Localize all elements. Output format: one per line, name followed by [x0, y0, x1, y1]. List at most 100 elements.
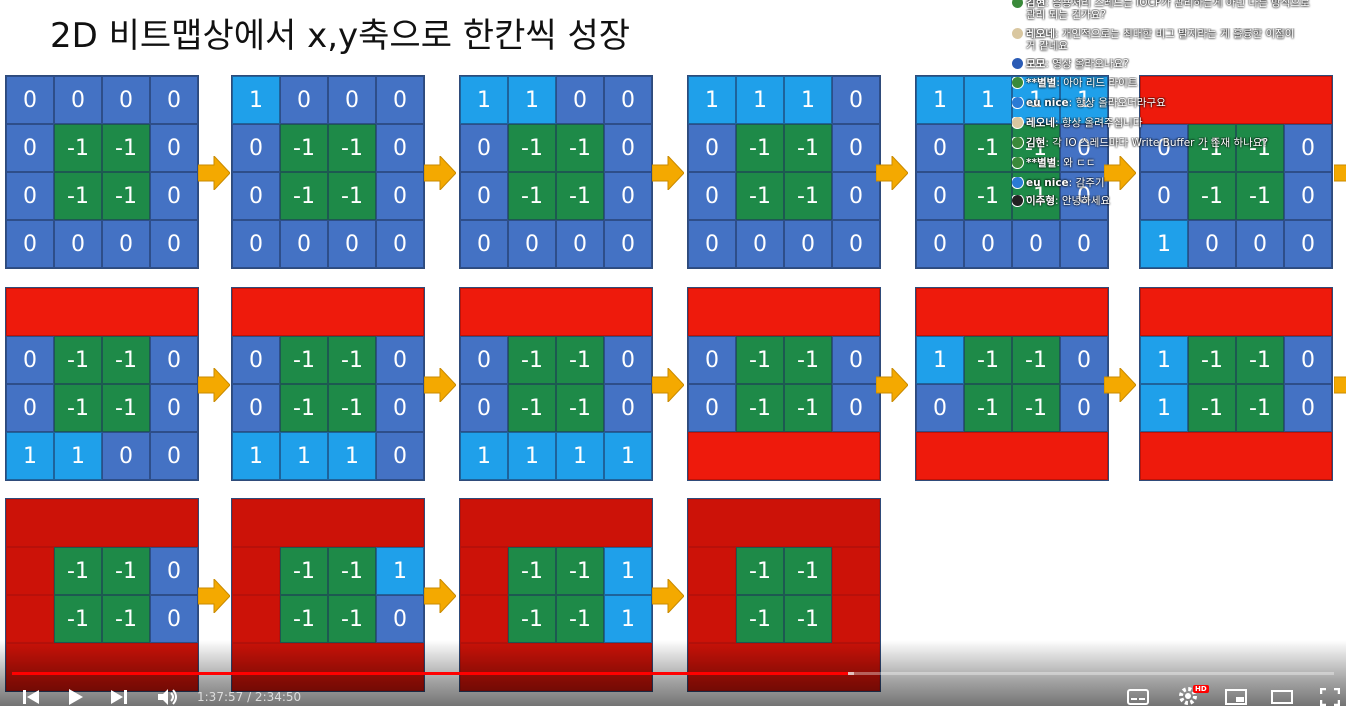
play-icon[interactable] — [62, 686, 88, 708]
step-arrow-icon — [876, 156, 908, 190]
bitmap-cell: 0 — [1188, 220, 1236, 268]
chat-text: 개인적으로는 최대한 비그 발지라는 게 훌륭한 이점이 — [1061, 28, 1295, 40]
bitmap-cell: 0 — [6, 384, 54, 432]
bitmap-cell: 0 — [604, 220, 652, 268]
bitmap-cell: -1 — [102, 595, 150, 643]
bitmap-cell: -1 — [54, 172, 102, 220]
bitmap-cell: 0 — [832, 384, 880, 432]
chat-message: 관리 되는 건가요? — [1012, 9, 1346, 22]
bitmap-cell: -1 — [1012, 336, 1060, 384]
bitmap-cell: -1 — [508, 124, 556, 172]
chat-text: 안녕하세요 — [1061, 195, 1111, 207]
fullscreen-icon[interactable] — [1316, 686, 1344, 708]
chat-author: 김현 — [1026, 0, 1046, 9]
bitmap-cell: 0 — [832, 172, 880, 220]
bitmap-cell: 0 — [688, 220, 736, 268]
bitmap-cell: -1 — [736, 172, 784, 220]
bitmap-cell: 0 — [916, 172, 964, 220]
bitmap-cell: 1 — [1140, 384, 1188, 432]
bitmap-cell: 0 — [688, 124, 736, 172]
bitmap-cell: 0 — [736, 220, 784, 268]
chat-text: 각 IO 스레드마다 Write Buffer 가 존재 하나요? — [1052, 137, 1269, 149]
progress-bar[interactable] — [12, 672, 1334, 675]
bitmap-cell: 1 — [964, 76, 1012, 124]
skip-back-icon[interactable] — [18, 686, 44, 708]
bitmap-cell: 0 — [376, 595, 424, 643]
bitmap-cell: 0 — [376, 172, 424, 220]
bitmap-cell: -1 — [964, 124, 1012, 172]
bitmap-cell: -1 — [54, 124, 102, 172]
bitmap-cell: -1 — [736, 547, 784, 595]
bitmap-cell: 0 — [150, 76, 198, 124]
bitmap-cell: 0 — [1284, 220, 1332, 268]
bitmap-cell: -1 — [508, 336, 556, 384]
avatar — [1012, 177, 1023, 188]
bitmap-cell — [832, 595, 880, 643]
bitmap-cell — [460, 547, 508, 595]
bitmap-cell — [6, 547, 54, 595]
grown-row-block — [232, 288, 424, 336]
bitmap-cell: 1 — [1140, 220, 1188, 268]
bitmap-cell: 0 — [964, 220, 1012, 268]
bitmap-cell: 0 — [150, 547, 198, 595]
bitmap-cell: 0 — [460, 220, 508, 268]
avatar — [1012, 195, 1023, 206]
chat-text: 감주기 — [1075, 177, 1105, 189]
bitmap-cell: -1 — [556, 595, 604, 643]
theater-icon[interactable] — [1268, 686, 1296, 708]
chat-author: eu nice — [1026, 177, 1069, 189]
chat-text: 항상 올라오더라구요 — [1075, 97, 1166, 109]
bitmap-cell: 1 — [688, 76, 736, 124]
grown-row-block — [1140, 432, 1332, 480]
chat-message: eu nice: 감주기 — [1012, 177, 1346, 190]
bitmap-cell: -1 — [328, 384, 376, 432]
skip-next-icon[interactable] — [106, 686, 132, 708]
chat-text: 와 ㄷㄷ — [1063, 157, 1096, 169]
chat-text: 아아 리드 라이트 — [1063, 77, 1138, 89]
bitmap-cell: 0 — [280, 76, 328, 124]
bitmap-cell: 0 — [1140, 124, 1188, 172]
bitmap-cell: 0 — [1284, 384, 1332, 432]
bitmap-cell: -1 — [1012, 384, 1060, 432]
bitmap-cell: 0 — [150, 336, 198, 384]
bitmap-cell: -1 — [556, 336, 604, 384]
chat-message: 김현: 각 IO 스레드마다 Write Buffer 가 존재 하나요? — [1012, 137, 1346, 150]
bitmap-cell: 0 — [916, 220, 964, 268]
chat-message: 거 같네요 — [1012, 40, 1346, 53]
bitmap-cell: 0 — [376, 384, 424, 432]
settings-icon[interactable] — [1174, 684, 1202, 708]
subtitles-icon[interactable] — [1124, 686, 1152, 708]
avatar — [1012, 97, 1023, 108]
bitmap-cell: 0 — [1060, 220, 1108, 268]
grown-row-block — [688, 499, 880, 547]
miniplayer-icon[interactable] — [1222, 686, 1250, 708]
bitmap-cell: -1 — [736, 384, 784, 432]
bitmap-cell: -1 — [54, 595, 102, 643]
bitmap-cell: -1 — [102, 547, 150, 595]
bitmap-cell — [688, 595, 736, 643]
bitmap-cell: 0 — [54, 76, 102, 124]
step-arrow-icon — [198, 579, 230, 613]
grown-row-block — [916, 288, 1108, 336]
bitmap-cell: 1 — [280, 432, 328, 480]
bitmap-cell: 1 — [232, 432, 280, 480]
bitmap-cell: -1 — [1188, 384, 1236, 432]
bitmap-cell: -1 — [54, 547, 102, 595]
bitmap-cell: -1 — [784, 595, 832, 643]
grown-row-block — [688, 288, 880, 336]
volume-icon[interactable] — [154, 686, 182, 708]
chat-text: 응용처리 스레드는 IOCP가 관리하는게 아닌 다른 방식으로 — [1052, 0, 1310, 9]
bitmap-cell: -1 — [328, 595, 376, 643]
progress-played — [12, 672, 848, 675]
bitmap-cell: 0 — [232, 172, 280, 220]
bitmap-cell: -1 — [508, 384, 556, 432]
bitmap-cell: 1 — [508, 432, 556, 480]
bitmap-cell: 1 — [916, 76, 964, 124]
bitmap-cell — [688, 547, 736, 595]
